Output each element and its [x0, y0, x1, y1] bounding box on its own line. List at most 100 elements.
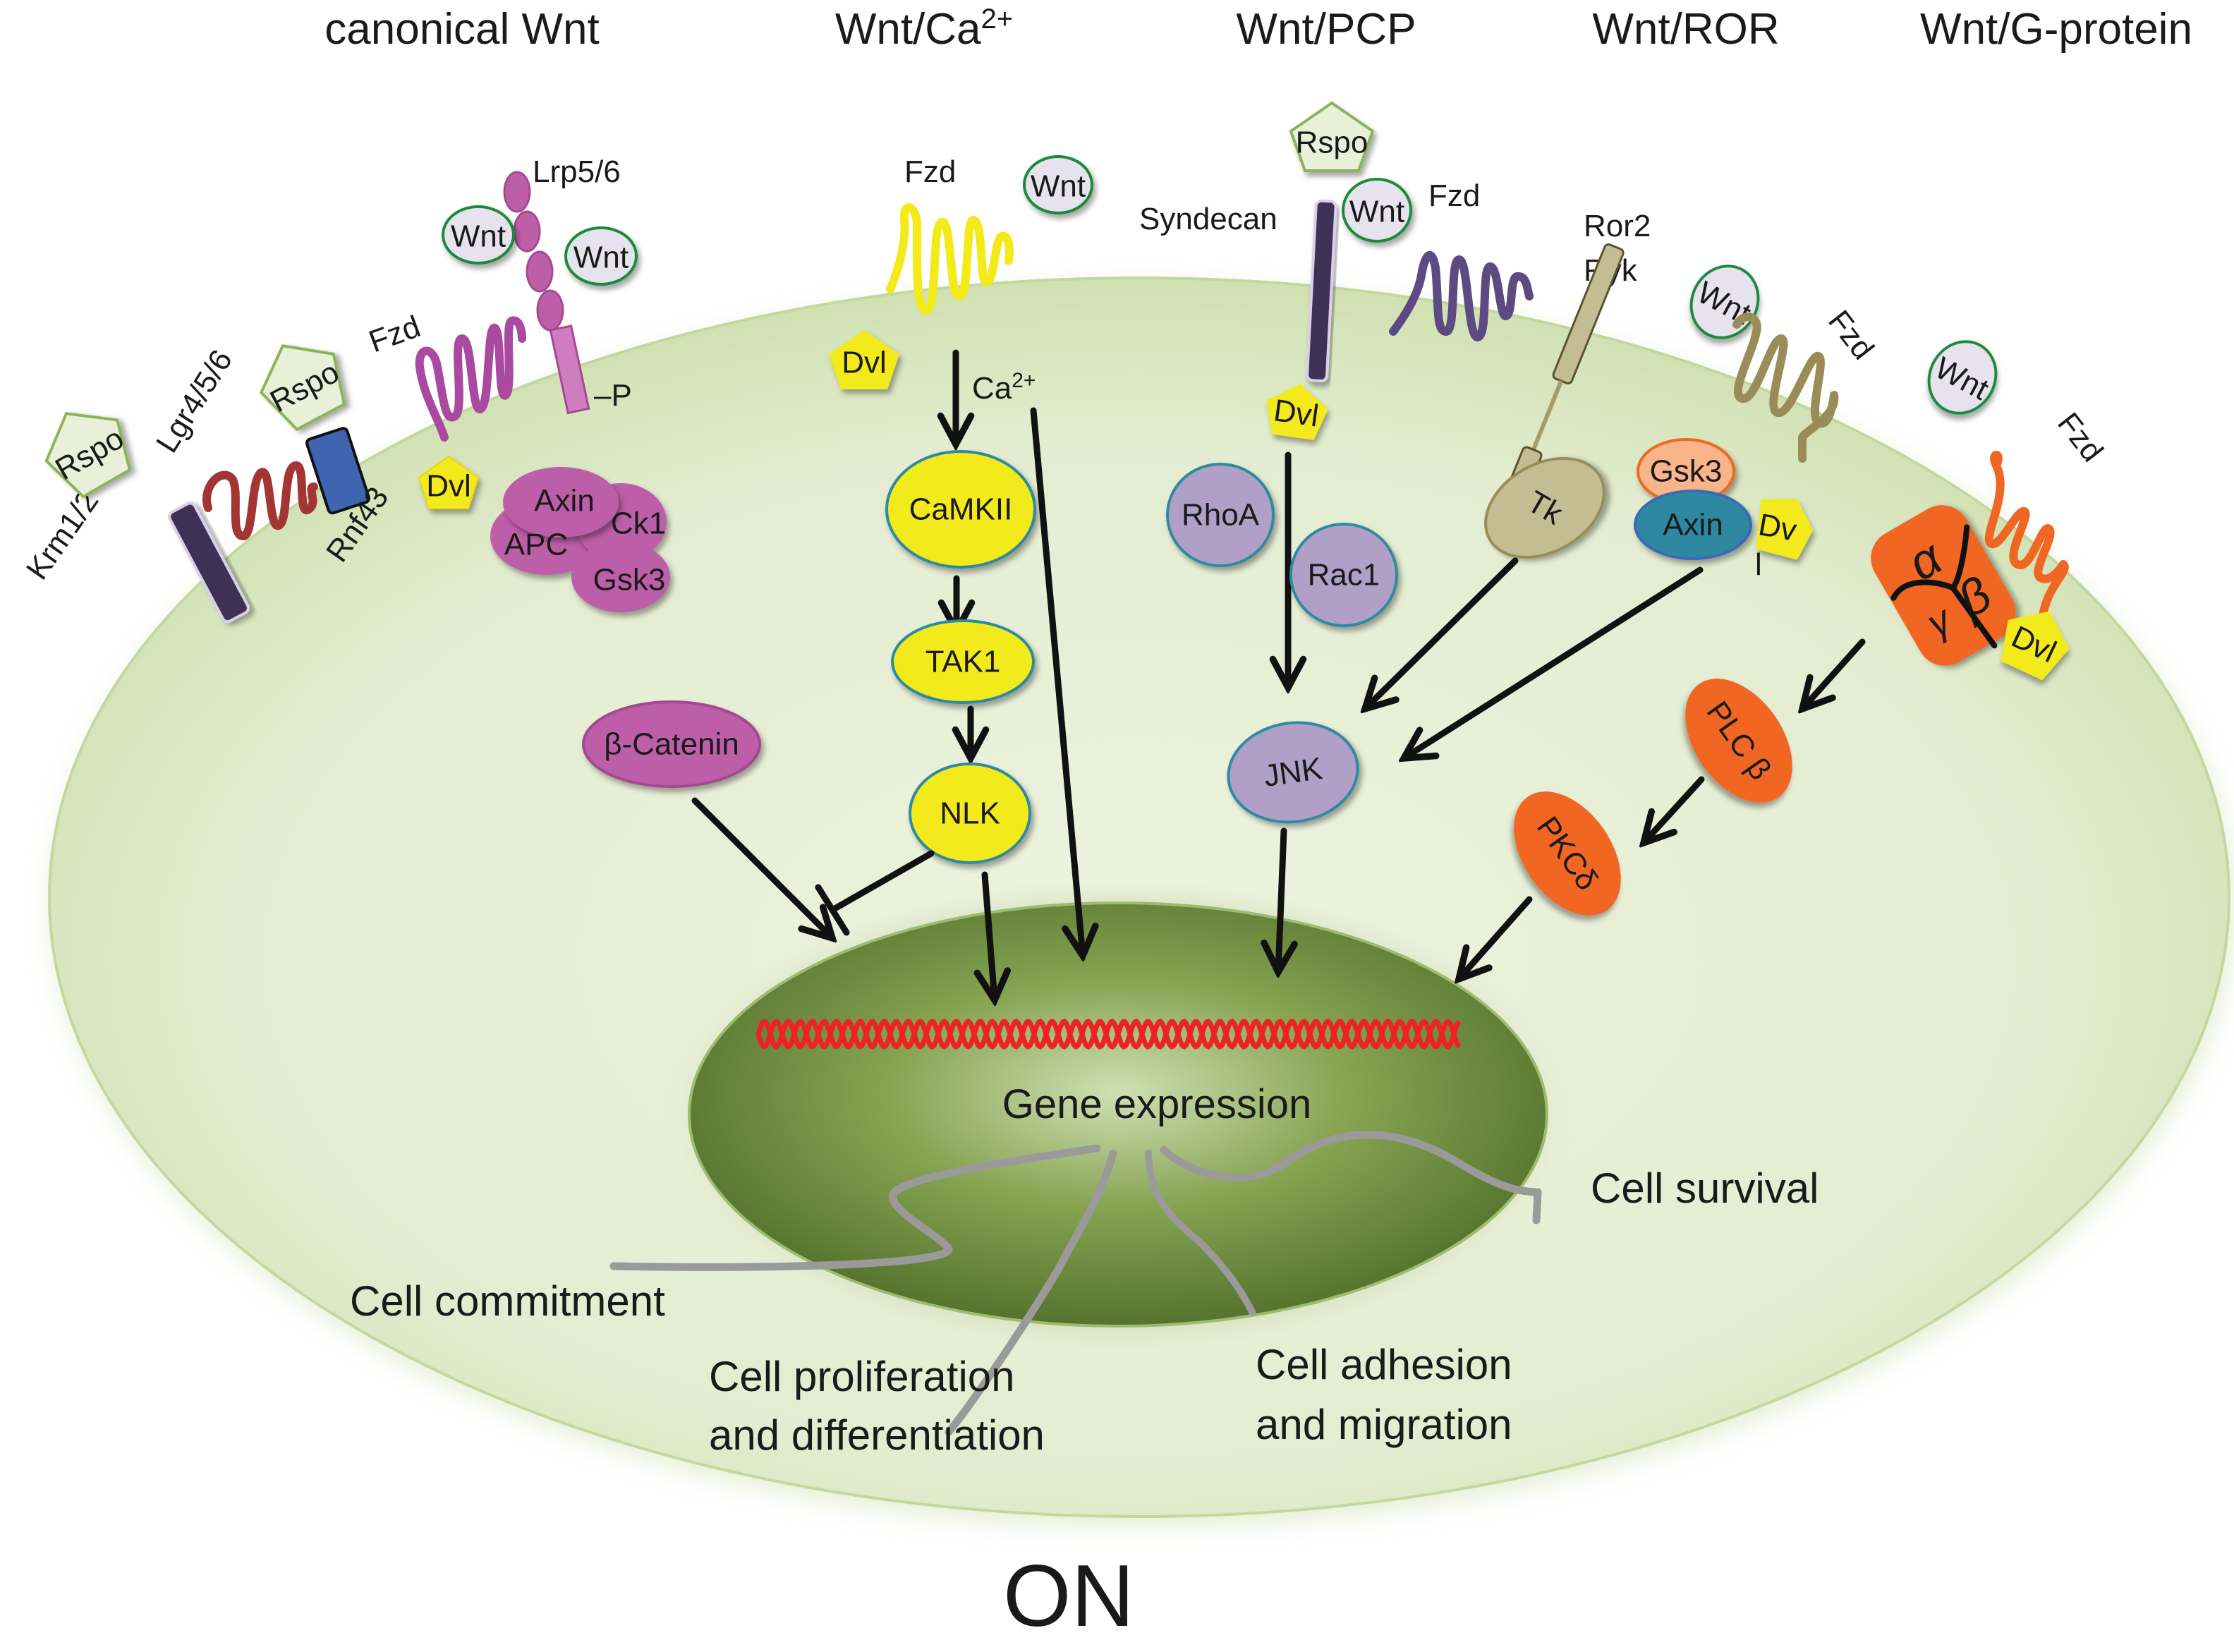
camkii-node: CaMKII — [885, 450, 1036, 569]
svg-text:NLK: NLK — [940, 796, 1000, 831]
svg-text:Axin: Axin — [1663, 508, 1723, 542]
dna-helix — [755, 1019, 1462, 1050]
label-phospho: –P — [594, 378, 632, 413]
connector-survival — [1160, 1131, 1542, 1225]
jnk-node: JNK — [1227, 721, 1359, 824]
rhoa-node: RhoA — [1166, 463, 1275, 567]
pathway-wnt-ca: Fzd Wnt Dvl Ca2+ CaMKII TAK1 NLK — [815, 154, 1092, 1000]
lrp-receptor-icon — [503, 171, 590, 415]
arrow-plc-to-pkc — [1644, 776, 1705, 843]
outcome-connectors — [609, 1131, 1542, 1436]
svg-text:CaMKII: CaMKII — [909, 492, 1013, 527]
svg-text:Wnt: Wnt — [1349, 195, 1404, 229]
gsk3-canonical-node — [571, 542, 670, 612]
krm-receptor-icon — [168, 502, 250, 624]
title-wnt-ror: Wnt/ROR — [1592, 5, 1779, 54]
title-wnt-pcp: Wnt/PCP — [1237, 5, 1416, 54]
dvl-ror: Dv — [1756, 499, 1814, 560]
svg-text:Wnt: Wnt — [451, 219, 506, 254]
svg-text:Gsk3: Gsk3 — [1650, 454, 1723, 489]
connector-adhesion — [1145, 1150, 1256, 1316]
title-wnt-ca: Wnt/Ca2+ — [835, 4, 1013, 54]
pentagon-icon — [44, 412, 132, 499]
dvl-canonical: Dvl — [418, 455, 480, 509]
svg-text:Dv: Dv — [1756, 507, 1799, 548]
inhibition-nlk-bcatenin — [829, 850, 935, 913]
svg-text:TAK1: TAK1 — [925, 645, 1001, 679]
svg-text:Wnt: Wnt — [573, 241, 629, 275]
nucleus — [688, 901, 1548, 1328]
label-lrp: Lrp5/6 — [533, 154, 621, 189]
g-protein-complex: α β γ — [1871, 505, 2016, 666]
arrow-pkc-to-nucleus — [1459, 896, 1533, 979]
svg-text:APC: APC — [504, 528, 568, 562]
arrow-gprotein-to-plc — [1802, 638, 1866, 709]
outcome-cell-proliferation-line1: Cell proliferation — [709, 1353, 1015, 1400]
svg-text:Rspo: Rspo — [1296, 126, 1368, 160]
axin-canonical-node — [503, 467, 619, 537]
title-canonical-wnt: canonical Wnt — [324, 5, 599, 54]
outcome-cell-proliferation-line2: and differentiation — [709, 1411, 1045, 1459]
beta-catenin-node: β-Catenin — [582, 700, 761, 788]
rspo-ligand-2: Rspo — [259, 344, 346, 432]
fzd-receptor-ca-icon — [886, 203, 1014, 315]
destruction-complex: Axin APC Ck1 Gsk3 — [490, 467, 670, 612]
dvl-ca: Dvl — [829, 330, 899, 389]
label-fzd-ca: Fzd — [904, 154, 956, 189]
svg-text:Gsk3: Gsk3 — [593, 563, 666, 597]
arrow-jnk-to-nucleus — [1278, 827, 1284, 972]
pathway-wnt-g-protein: Wnt Fzd α β γ Dvl PLC β PKCδ — [1459, 340, 2110, 979]
arrow-nlk-to-nucleus — [985, 871, 995, 1000]
fzd-receptor-canonical-icon — [415, 316, 526, 442]
fzd-receptor-pcp-icon — [1389, 250, 1534, 341]
dvl-pcp: Dvl — [1266, 384, 1328, 440]
label-ca-ion: Ca2+ — [972, 369, 1036, 406]
pathway-wnt-ror: Ror2 Ryk Wnt Fzd Tk Gsk3 Axin Dv l — [1365, 209, 1881, 758]
inhibition-bar — [815, 884, 850, 936]
outcome-cell-adhesion-line2: and migration — [1256, 1401, 1512, 1448]
svg-text:Axin: Axin — [534, 484, 595, 518]
wnt-ligand-pcp: Wnt — [1342, 178, 1412, 243]
pathway-titles: canonical Wnt Wnt/Ca2+ Wnt/PCP Wnt/ROR W… — [324, 4, 2192, 54]
label-syndecan: Syndecan — [1139, 202, 1277, 236]
pentagon-icon — [259, 344, 346, 432]
arrow-axin-to-jnk — [1404, 566, 1704, 758]
tak1-node: TAK1 — [891, 619, 1035, 704]
svg-text:Dvl: Dvl — [1272, 393, 1321, 433]
label-fzd-gprotein: Fzd — [2051, 406, 2110, 468]
nlk-node: NLK — [909, 763, 1031, 864]
svg-text:RhoA: RhoA — [1182, 498, 1260, 533]
state-label-on: ON — [1003, 1548, 1134, 1645]
rac1-node: Rac1 — [1289, 523, 1398, 627]
wnt-ligand-gprotein: Wnt — [1927, 340, 1998, 415]
outcome-labels: Cell commitment Cell proliferation and d… — [350, 1165, 1819, 1459]
fzd-receptor-ror-icon — [1732, 312, 1839, 463]
lgr-receptor-icon — [202, 461, 318, 540]
arrow-bcatenin-to-nucleus — [691, 797, 832, 938]
outcome-cell-commitment: Cell commitment — [350, 1277, 665, 1325]
arrow-ca-to-nucleus — [1030, 407, 1083, 956]
label-ror2: Ror2 — [1584, 209, 1651, 243]
gene-expression-label: Gene expression — [1002, 1081, 1311, 1127]
rspo-ligand-pcp: Rspo — [1289, 101, 1375, 172]
pkc-delta-node: PKCδ — [1514, 791, 1621, 916]
label-krm: Krm1/2 — [20, 484, 105, 585]
label-lgr: Lgr4/5/6 — [150, 344, 239, 458]
connector-commitment — [609, 1144, 1101, 1271]
outcome-cell-adhesion-line1: Cell adhesion — [1256, 1341, 1512, 1388]
wnt-ligand-canonical-2: Wnt — [564, 226, 638, 286]
arrow-tk-to-jnk — [1365, 557, 1519, 709]
label-fzd-canonical: Fzd — [365, 309, 425, 359]
axin-ror-node: Axin — [1634, 490, 1752, 560]
svg-text:Rac1: Rac1 — [1308, 558, 1380, 593]
svg-text:JNK: JNK — [1261, 751, 1324, 794]
svg-text:Dvl: Dvl — [426, 469, 471, 504]
label-fzd-ror: Fzd — [1821, 304, 1881, 366]
syndecan-receptor-icon — [1306, 199, 1337, 382]
plc-beta-node: PLC β — [1685, 679, 1792, 803]
dvl-gprotein: Dvl — [2001, 611, 2070, 681]
wnt-ligand-canonical-1: Wnt — [442, 205, 515, 265]
gsk3-ror-node: Gsk3 — [1637, 438, 1735, 504]
pathway-wnt-pcp: Rspo Syndecan Wnt Fzd Dvl RhoA Rac1 JNK — [1139, 101, 1534, 972]
